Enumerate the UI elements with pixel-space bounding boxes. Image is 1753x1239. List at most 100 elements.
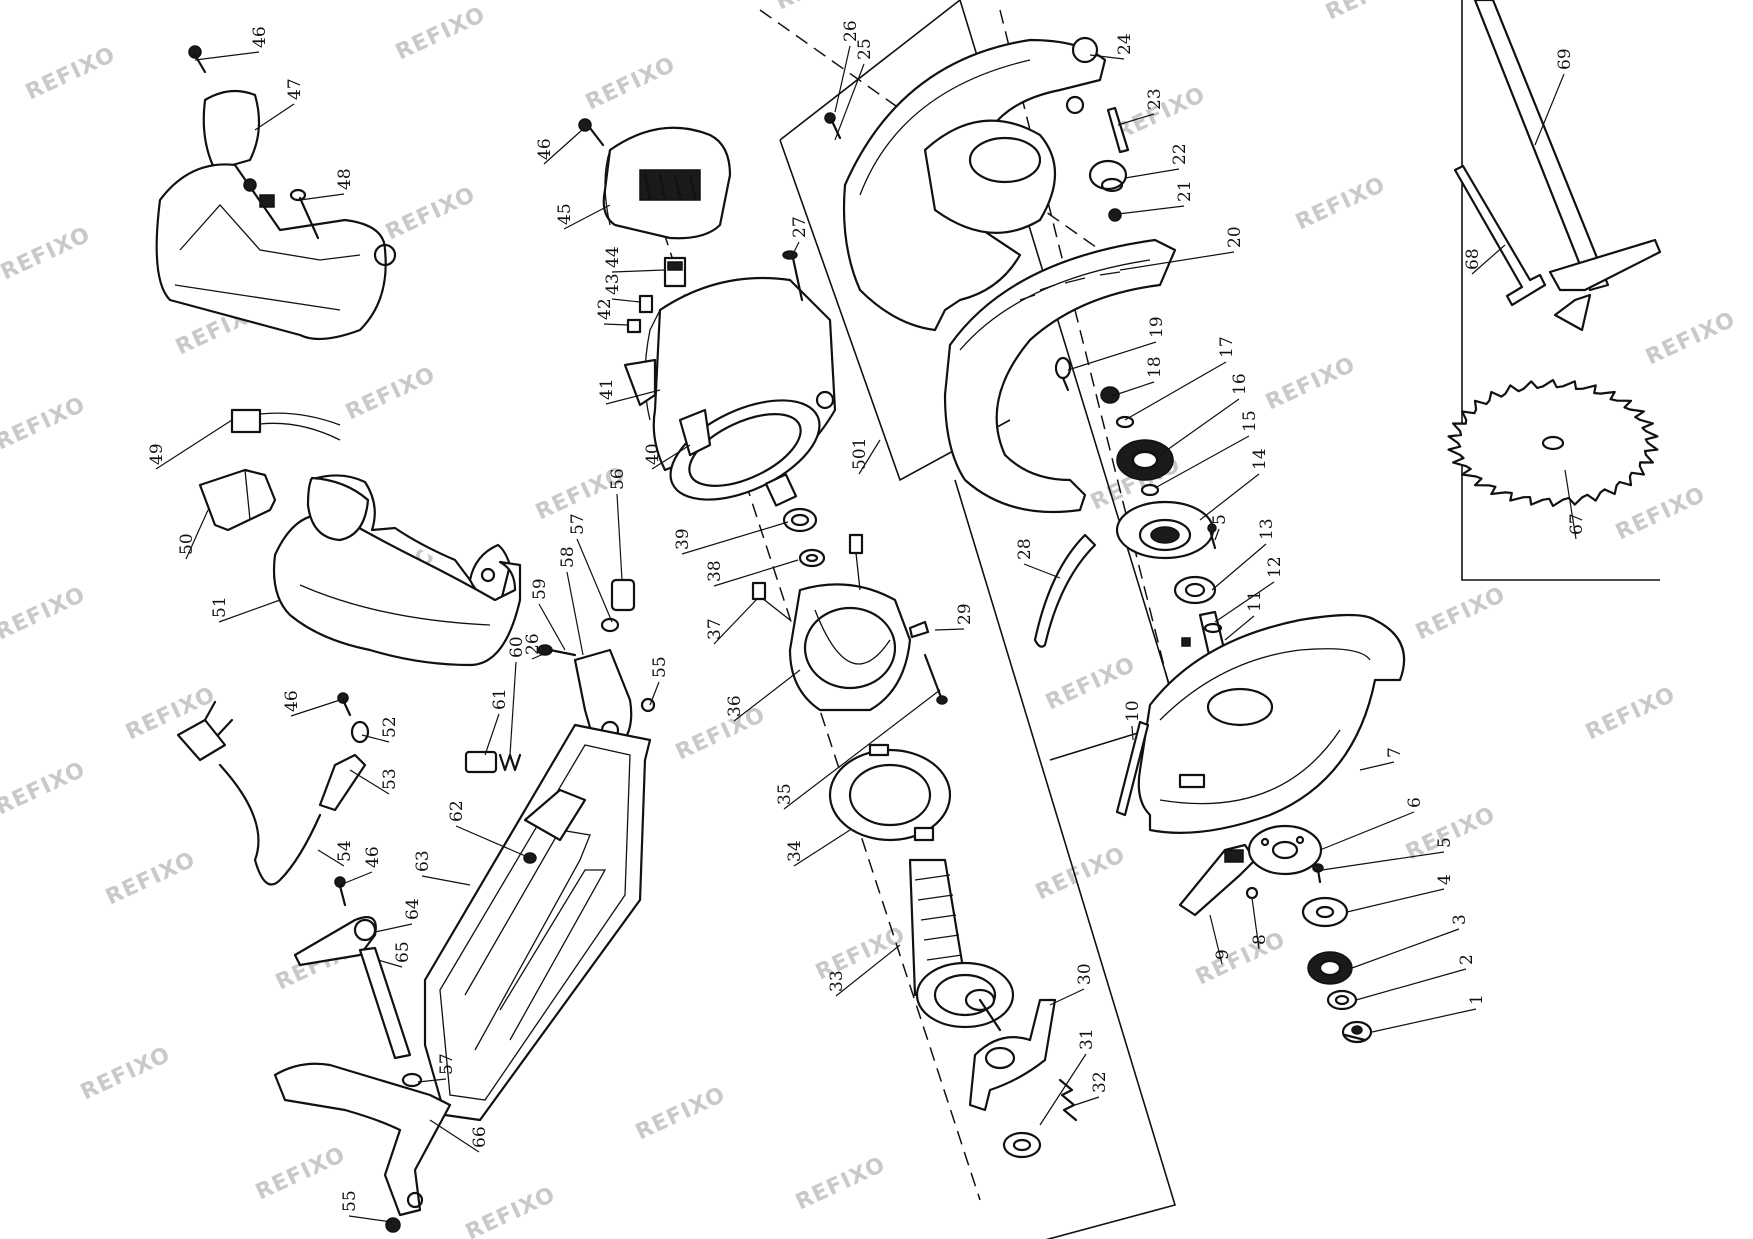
watermark-text: REFIXO (342, 362, 440, 425)
watermark-text: REFIXO (0, 392, 90, 455)
part-number-label: 27 (790, 216, 810, 238)
part-number-label: 16 (1230, 373, 1250, 395)
leader-line (1355, 968, 1467, 1001)
part-17-retaining-clip (1115, 415, 1135, 429)
part-67-saw-blade (1447, 378, 1659, 508)
part-49-switch (230, 408, 341, 441)
part-number-label: 1 (1467, 994, 1487, 1005)
watermark-text: REFIXO (252, 1142, 350, 1205)
part-60-spring (498, 753, 522, 772)
part-26-screw (824, 112, 842, 140)
part-number-label: 54 (335, 840, 355, 862)
leader-line (576, 538, 613, 623)
leader-line (509, 661, 517, 756)
part-number-label: 18 (1145, 356, 1165, 378)
part-32-spring (1058, 1078, 1078, 1122)
leader-line (605, 389, 661, 405)
watermark-text: REFIXO (1582, 682, 1680, 745)
leader-line (1359, 761, 1395, 771)
leader-line (538, 603, 566, 651)
leader-line (1117, 205, 1185, 215)
part-56-cable-clamp (610, 578, 636, 612)
part-11-key (1181, 637, 1191, 647)
part-34-fan-baffle (828, 743, 952, 842)
leader-line (317, 849, 345, 867)
part-number-label: 46 (363, 846, 383, 868)
part-50-switch-bracket (198, 468, 277, 532)
part-number-label: 61 (490, 688, 510, 710)
part-47-handle-cover (155, 89, 397, 341)
leader-line (1074, 1096, 1100, 1106)
part-number-label: 48 (335, 168, 355, 190)
leader-line (1351, 928, 1460, 969)
leader-line (155, 419, 233, 470)
part-number-label: 4 (1435, 874, 1455, 885)
leader-line (185, 509, 209, 560)
watermark-text: REFIXO (1412, 582, 1510, 645)
part-number-label: 62 (447, 800, 467, 822)
part-22-bushing (1088, 159, 1128, 193)
leader-line (543, 129, 583, 165)
part-number-label: 53 (380, 768, 400, 790)
leader-line (218, 599, 281, 623)
leader-line (934, 628, 965, 631)
watermark-text: REFIXO (1322, 0, 1420, 25)
leader-line (713, 559, 799, 587)
part-38-washer (798, 548, 826, 568)
watermark-text: REFIXO (1642, 307, 1740, 370)
part-6-guard-plate (1247, 824, 1323, 876)
part-41-motor-housing (623, 276, 837, 507)
watermark-text: REFIXO (1262, 352, 1360, 415)
leader-line (1211, 543, 1267, 591)
part-number-label: 501 (850, 438, 870, 470)
part-number-label: 37 (705, 618, 725, 640)
part-2-washer (1326, 989, 1358, 1011)
part-13-bearing (1173, 575, 1217, 605)
part-number-label: 28 (1015, 538, 1035, 560)
part-number-label: 20 (1225, 226, 1245, 248)
part-number-label: 60 (507, 636, 527, 658)
part-number-label: 17 (1217, 336, 1237, 358)
part-46-screw-d (334, 876, 347, 907)
leader-line (1199, 473, 1260, 521)
leader-line (429, 1119, 480, 1153)
part-number-label: 8 (1250, 934, 1270, 945)
leader-line (1564, 469, 1577, 540)
part-number-label: 3 (1450, 914, 1470, 925)
leader-line (858, 439, 881, 475)
part-45-motor-end-cap (602, 126, 732, 240)
part-number-label: 55 (340, 1190, 360, 1212)
part-7-lower-blade-guard (1137, 613, 1406, 834)
part-1-blade-bolt (1341, 1020, 1373, 1044)
leader-line (1119, 251, 1235, 271)
part-number-label: 14 (1250, 448, 1270, 470)
part-number-label: 46 (250, 26, 270, 48)
part-number-label: 36 (725, 695, 745, 717)
leader-line (834, 63, 865, 141)
part-31-bearing (1002, 1131, 1042, 1159)
leader-line (1214, 581, 1275, 623)
leader-line (1471, 244, 1506, 275)
part-53-cord-sleeve (318, 753, 367, 812)
watermark-text: REFIXO (1612, 482, 1710, 545)
part-46-screw-c (337, 692, 352, 717)
leader-line (1321, 851, 1445, 871)
leader-line (835, 944, 901, 997)
part-number-label: 7 (1385, 747, 1405, 758)
part-15-circlip (1140, 483, 1160, 497)
part-28-guard-spring (1033, 533, 1097, 648)
part-501-upper-blade-guard (842, 36, 1107, 332)
part-55-nut-b (385, 1217, 401, 1233)
part-number-label: 22 (1170, 143, 1190, 165)
part-5-screw-b (1312, 863, 1324, 884)
part-number-label: 21 (1175, 180, 1195, 202)
leader-line (417, 1078, 447, 1083)
leader-line (611, 298, 641, 303)
watermark-text: REFIXO (462, 1182, 560, 1239)
leader-line (1124, 168, 1180, 179)
leader-line (484, 713, 500, 756)
part-18-nut (1100, 386, 1120, 404)
part-number-label: 43 (603, 273, 623, 295)
leader-line (1319, 811, 1415, 851)
part-number-label: 69 (1555, 48, 1575, 70)
